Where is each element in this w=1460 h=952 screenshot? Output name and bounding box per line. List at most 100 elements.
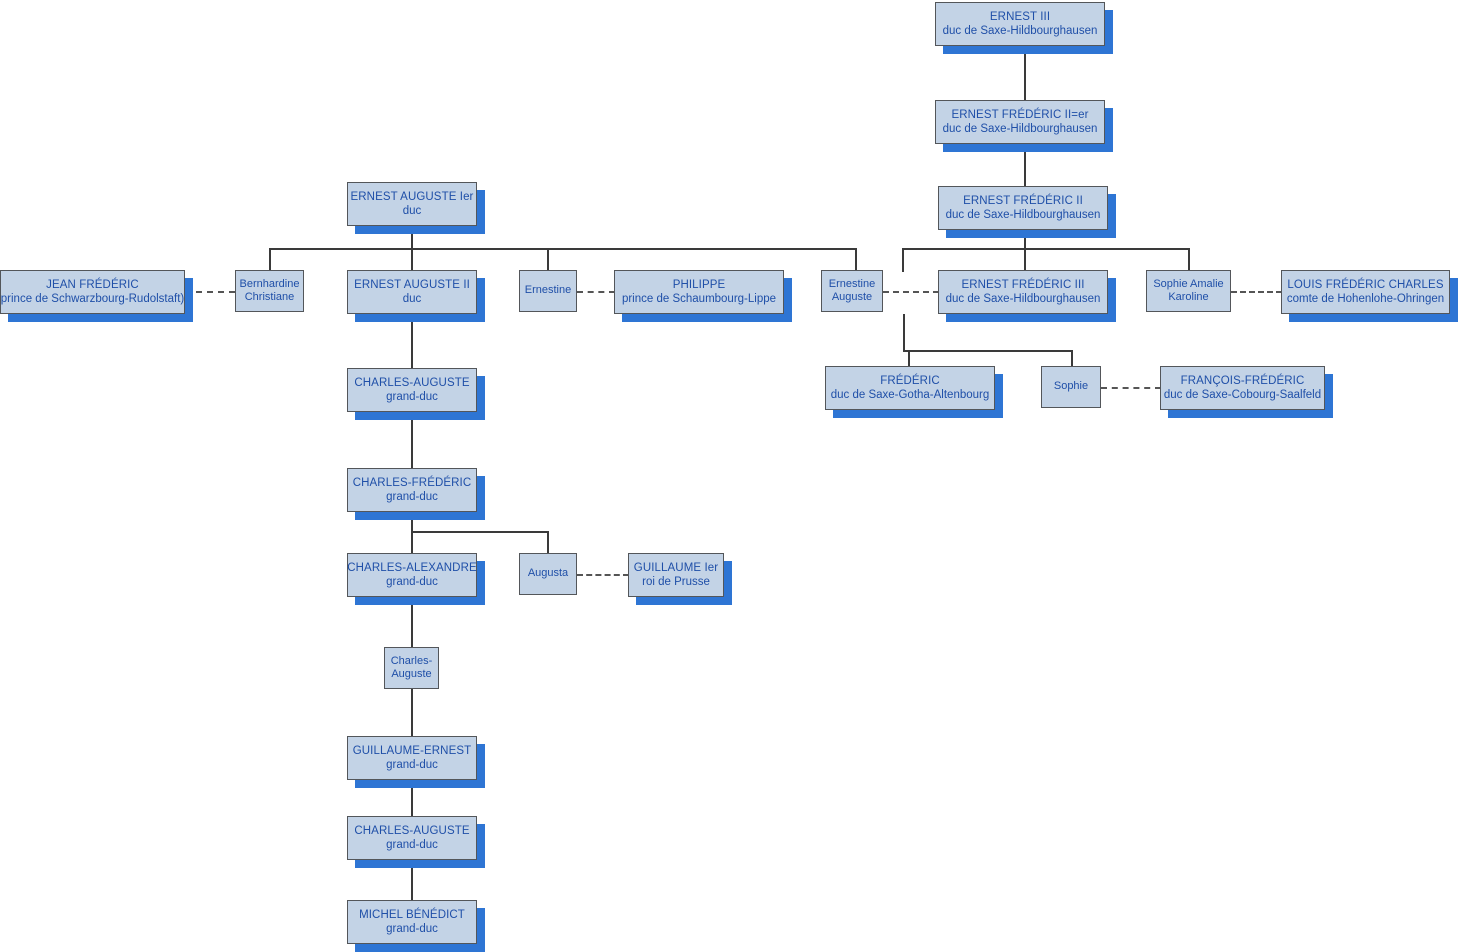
person-title: Christiane xyxy=(244,291,295,303)
person-title: grand-duc xyxy=(386,576,438,588)
connector-line xyxy=(1024,144,1026,186)
person-title: grand-duc xyxy=(386,839,438,851)
person-title: grand-duc xyxy=(386,491,438,503)
person-name: PHILIPPE xyxy=(672,278,726,291)
connector-line xyxy=(411,512,413,555)
connector-line xyxy=(1024,230,1026,270)
person-title: prince de Schaumbourg-Lippe xyxy=(621,293,777,305)
marriage-line xyxy=(883,291,939,293)
person-name: FRANÇOIS-FRÉDÉRIC xyxy=(1180,374,1305,387)
person-title: duc xyxy=(402,205,422,217)
connector-line xyxy=(411,780,413,818)
person-node-charlesauguste3[interactable]: CHARLES-AUGUSTE grand-duc xyxy=(347,816,477,860)
person-name: CHARLES-FRÉDÉRIC xyxy=(352,476,472,489)
person-node-ef3[interactable]: ERNEST FRÉDÉRIC III duc de Saxe-Hildbourg… xyxy=(938,270,1108,314)
connector-line xyxy=(855,248,857,272)
person-name: ERNEST AUGUSTE Ier xyxy=(350,190,474,203)
person-node-frederic[interactable]: FRÉDÉRIC duc de Saxe-Gotha-Altenbourg xyxy=(825,366,995,410)
person-name: ERNEST FRÉDÉRIC II=er xyxy=(951,108,1089,121)
person-name: Augusta xyxy=(527,567,569,580)
person-node-ef2er[interactable]: ERNEST FRÉDÉRIC II=er duc de Saxe-Hildbou… xyxy=(935,100,1105,144)
person-node-charlesauguste1[interactable]: CHARLES-AUGUSTE grand-duc xyxy=(347,368,477,412)
person-name: ERNEST AUGUSTE II xyxy=(354,278,470,291)
person-name: Charles- xyxy=(390,654,433,667)
person-node-charlesfred[interactable]: CHARLES-FRÉDÉRIC grand-duc xyxy=(347,468,477,512)
person-name: Sophie Amalie xyxy=(1153,277,1224,290)
connector-line xyxy=(902,248,904,272)
person-title: grand-duc xyxy=(386,759,438,771)
person-node-philippe[interactable]: PHILIPPE prince de Schaumbourg-Lippe xyxy=(614,270,784,314)
connector-line xyxy=(1024,46,1026,100)
person-name: ERNEST FRÉDÉRIC III xyxy=(961,278,1085,291)
person-node-michelbenedict[interactable]: MICHEL BÉNÉDICT grand-duc xyxy=(347,900,477,944)
person-title: prince de Schwarzbourg-Rudolstaft) xyxy=(0,293,185,305)
person-title: Auguste xyxy=(831,291,873,303)
person-name: LOUIS FRÉDÉRIC CHARLES xyxy=(1287,278,1444,291)
person-node-charlesauguste2[interactable]: Charles-Auguste xyxy=(384,647,439,689)
person-title: Karoline xyxy=(1168,291,1209,303)
marriage-line xyxy=(1101,387,1161,389)
connector-line xyxy=(269,248,856,250)
connector-line xyxy=(411,412,413,470)
person-name: FRÉDÉRIC xyxy=(880,374,940,387)
person-name: GUILLAUME-ERNEST xyxy=(352,744,472,757)
person-name: Ernestine xyxy=(828,277,876,290)
person-node-ea1[interactable]: ERNEST AUGUSTE Ier duc xyxy=(347,182,477,226)
person-name: MICHEL BÉNÉDICT xyxy=(359,908,465,921)
person-name: Ernestine xyxy=(524,284,572,297)
connector-line xyxy=(903,350,1073,352)
person-node-ef2[interactable]: ERNEST FRÉDÉRIC II duc de Saxe-Hildbourgh… xyxy=(938,186,1108,230)
person-node-augusta[interactable]: Augusta xyxy=(519,553,577,595)
person-node-charlesalex[interactable]: CHARLES-ALEXANDRE grand-duc xyxy=(347,553,477,597)
person-name: Sophie xyxy=(1053,380,1089,393)
person-node-ernest3[interactable]: ERNEST III duc de Saxe-Hildbourghausen xyxy=(935,2,1105,46)
connector-line xyxy=(547,531,549,555)
person-name: ERNEST FRÉDÉRIC II xyxy=(963,194,1083,207)
connector-line xyxy=(1071,350,1073,368)
person-title: duc de Saxe-Cobourg-Saalfeld xyxy=(1163,389,1322,401)
person-node-francoisfred[interactable]: FRANÇOIS-FRÉDÉRIC duc de Saxe-Cobourg-Saa… xyxy=(1160,366,1325,410)
person-name: Bernhardine xyxy=(239,277,300,290)
marriage-line xyxy=(1231,291,1282,293)
person-title: duc de Saxe-Gotha-Altenbourg xyxy=(830,389,990,401)
person-title: Auguste xyxy=(391,668,432,680)
person-title: duc de Saxe-Hildbourghausen xyxy=(945,209,1101,221)
connector-line xyxy=(411,531,549,533)
connector-line xyxy=(411,860,413,902)
person-title: duc xyxy=(402,293,422,305)
person-name: CHARLES-AUGUSTE xyxy=(354,376,470,389)
connector-line xyxy=(411,597,413,649)
person-title: grand-duc xyxy=(386,391,438,403)
marriage-line xyxy=(577,574,629,576)
person-node-sophie[interactable]: Sophie xyxy=(1041,366,1101,408)
connector-line xyxy=(269,248,271,272)
person-node-ea2[interactable]: ERNEST AUGUSTE II duc xyxy=(347,270,477,314)
person-title: comte de Hohenlohe-Ohringen xyxy=(1286,293,1445,305)
person-title: duc de Saxe-Hildbourghausen xyxy=(942,123,1098,135)
person-title: duc de Saxe-Hildbourghausen xyxy=(945,293,1101,305)
marriage-line xyxy=(185,291,235,293)
person-node-louisfc[interactable]: LOUIS FRÉDÉRIC CHARLES comte de Hohenlohe… xyxy=(1281,270,1450,314)
person-name: CHARLES-AUGUSTE xyxy=(354,824,470,837)
marriage-line xyxy=(577,291,615,293)
person-name: ERNEST III xyxy=(989,10,1051,23)
person-title: duc de Saxe-Hildbourghausen xyxy=(942,25,1098,37)
connector-line xyxy=(411,689,413,737)
person-node-ernestine[interactable]: Ernestine xyxy=(519,270,577,312)
connector-line xyxy=(903,314,905,352)
person-node-guillaumeernest[interactable]: GUILLAUME-ERNEST grand-duc xyxy=(347,736,477,780)
connector-line xyxy=(908,350,910,368)
person-title: grand-duc xyxy=(386,923,438,935)
connector-line xyxy=(902,248,1190,250)
connector-line xyxy=(547,248,549,272)
person-title: roi de Prusse xyxy=(642,576,710,588)
connector-line xyxy=(1188,248,1190,272)
connector-line xyxy=(411,314,413,370)
person-name: CHARLES-ALEXANDRE xyxy=(347,561,477,574)
